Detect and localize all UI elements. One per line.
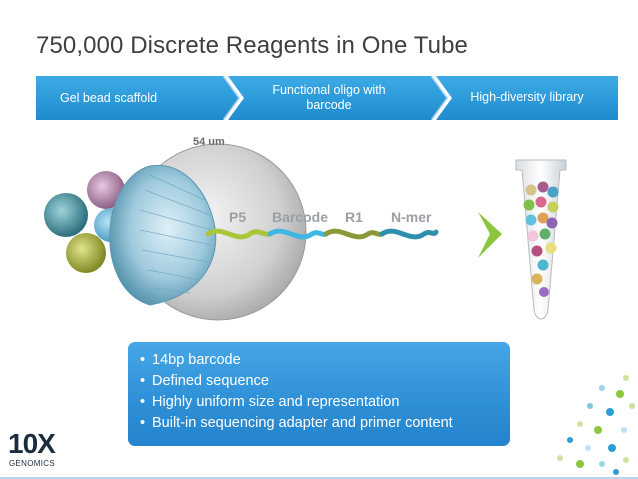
small-bead-pink [87, 171, 125, 209]
bead-size-label: 54 um [193, 136, 225, 148]
segment-label-p5: P5 [229, 209, 247, 225]
feature-list: •14bp barcode •Defined sequence •Highly … [140, 350, 453, 434]
arrow-chevron-icon [478, 212, 502, 258]
gel-bead-diagram [44, 143, 567, 321]
segment-label-nmer: N-mer [391, 209, 432, 225]
logo-wordmark: GENOMICS [9, 459, 55, 468]
banner-label-gel-bead: Gel bead scaffold [60, 91, 158, 105]
page-title: 750,000 Discrete Reagents in One Tube [36, 32, 468, 59]
footer-line [0, 477, 638, 479]
decorative-dots [557, 375, 635, 475]
feature-item: •Built-in sequencing adapter and primer … [140, 415, 453, 431]
tube-beads [523, 181, 559, 297]
oligo-barcode [267, 228, 329, 240]
feature-item: •Highly uniform size and representation [140, 394, 400, 410]
banner-step-2 [228, 76, 448, 120]
feature-item: •Defined sequence [140, 373, 269, 389]
oligo-p5 [205, 228, 273, 240]
segment-label-r1: R1 [345, 209, 363, 225]
feature-item: •14bp barcode [140, 352, 241, 368]
banner-step-3 [436, 76, 618, 120]
oligo-r1 [323, 228, 385, 240]
company-logo: 10X GENOMICS [8, 430, 58, 475]
gel-bead-scaffold [109, 164, 217, 306]
feature-box [128, 342, 510, 446]
banner-step-1 [36, 76, 240, 120]
oligo-nmer [379, 228, 439, 240]
banner-label-library: High-diversity library [470, 90, 584, 104]
small-bead-olive [66, 233, 106, 273]
logo-mark: 10X [8, 428, 56, 459]
scaffold-fibers [139, 174, 213, 294]
banner-label-functional-oligo: Functional oligo with barcode [272, 83, 386, 112]
process-banner [36, 76, 618, 120]
segment-label-barcode: Barcode [272, 209, 329, 225]
small-bead-teal [44, 193, 88, 237]
